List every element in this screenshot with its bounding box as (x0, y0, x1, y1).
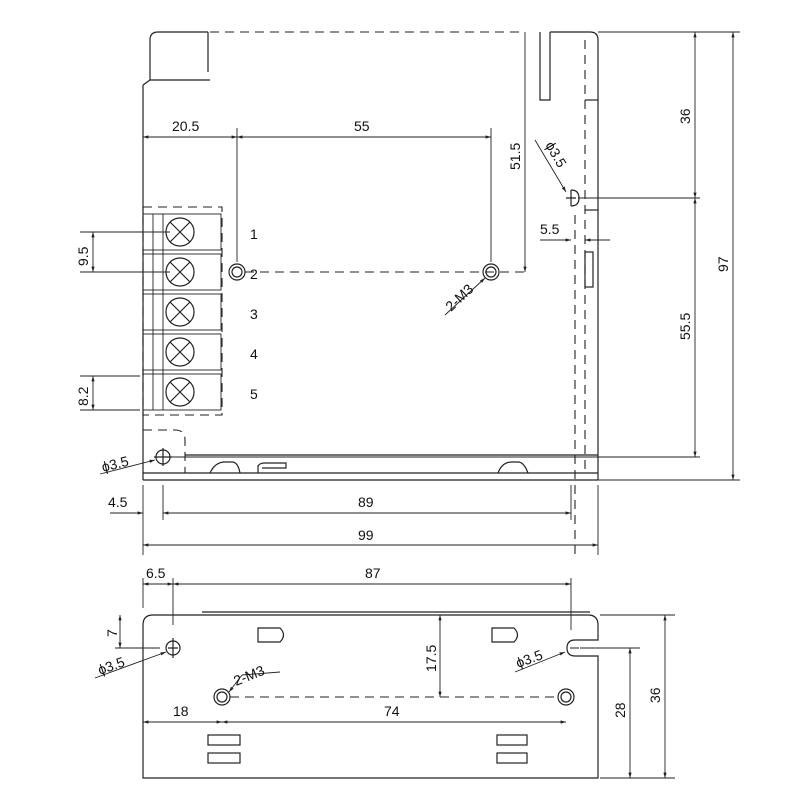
m3-label-side: 2-M3 (231, 662, 267, 689)
terminal-label-1: 1 (250, 226, 258, 242)
terminal-block: 1 2 3 4 5 (142, 206, 258, 416)
dim-5-5: 5.5 (540, 221, 560, 237)
side-view-outline (142, 611, 599, 779)
dim-phi-3-5-side-right: ϕ3.5 (514, 646, 545, 670)
dim-97: 97 (715, 256, 731, 272)
terminal-label-2: 2 (250, 266, 258, 282)
terminal-label-5: 5 (250, 386, 258, 402)
dim-8-2: 8.2 (75, 386, 91, 406)
m3-label-top: 2-M3 (442, 281, 476, 315)
dim-36: 36 (677, 108, 693, 124)
terminal-label-3: 3 (250, 306, 258, 322)
dim-9-5: 9.5 (75, 246, 91, 266)
dim-28: 28 (612, 702, 628, 718)
dim-87: 87 (365, 565, 381, 581)
terminal-screws (165, 217, 195, 407)
dim-99: 99 (358, 527, 374, 543)
top-view-holes (154, 190, 576, 466)
dim-20-5: 20.5 (172, 118, 199, 134)
dim-18: 18 (173, 703, 189, 719)
dim-51-5: 51.5 (507, 143, 523, 170)
dim-4-5: 4.5 (108, 494, 128, 510)
top-view-outline (142, 31, 599, 560)
dim-phi-3-5-left: ϕ3.5 (100, 453, 131, 475)
dim-17-5: 17.5 (423, 645, 439, 672)
dim-74: 74 (384, 703, 400, 719)
dim-phi-3-5-side-left: ϕ3.5 (96, 653, 127, 677)
dim-55: 55 (354, 118, 370, 134)
terminal-label-4: 4 (250, 346, 258, 362)
dim-7: 7 (104, 629, 120, 637)
dim-phi-3-5-right: ϕ3.5 (542, 139, 570, 171)
dim-6-5: 6.5 (146, 565, 166, 581)
dim-55-5: 55.5 (677, 313, 693, 340)
dim-89: 89 (358, 494, 374, 510)
dim-36-side: 36 (647, 687, 663, 703)
